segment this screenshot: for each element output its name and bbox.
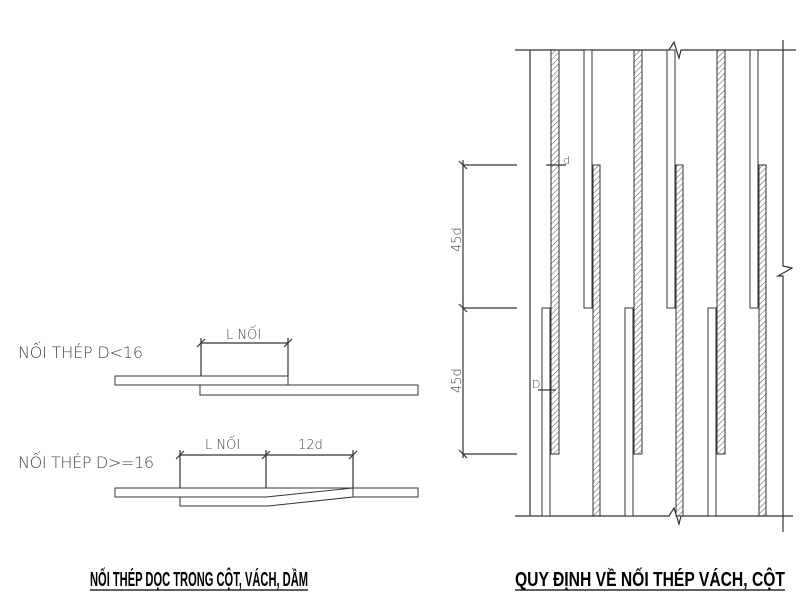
top-break-line <box>515 40 796 61</box>
dim-lap-length: L NỐI <box>226 326 261 343</box>
dim-45d-lower: 45d <box>450 368 465 393</box>
title-right: QUY ĐỊNH VỀ NỐI THÉP VÁCH, CỘT <box>515 567 785 591</box>
label-large-diameter: NỐI THÉP D>=16 <box>18 451 154 472</box>
dim-big-d: D <box>532 378 540 391</box>
rebar-lower <box>199 384 419 396</box>
bottom-break-line <box>515 506 793 527</box>
rebar-straight <box>114 487 419 498</box>
title-left: NỐI THÉP DỌC TRONG CỘT, VÁCH, DẦM <box>90 567 308 591</box>
dim-small-d: d <box>563 154 570 167</box>
dim-offset-12d: 12d <box>298 438 323 453</box>
rebar-cranked <box>179 487 354 507</box>
wall-right-edge <box>775 40 794 532</box>
rebar-upper <box>114 375 289 386</box>
splice-small-diameter: NỐI THÉP D<16 L NỐI <box>18 326 419 396</box>
splice-large-diameter: NỐI THÉP D>=16 L NỐI 12d <box>18 436 419 507</box>
label-small-diameter: NỐI THÉP D<16 <box>18 341 143 362</box>
wall-column-splice: 45d 45d d D <box>450 40 796 532</box>
dim-45d-upper: 45d <box>450 227 465 252</box>
dim-lap-length-2: L NỐI <box>205 436 240 453</box>
